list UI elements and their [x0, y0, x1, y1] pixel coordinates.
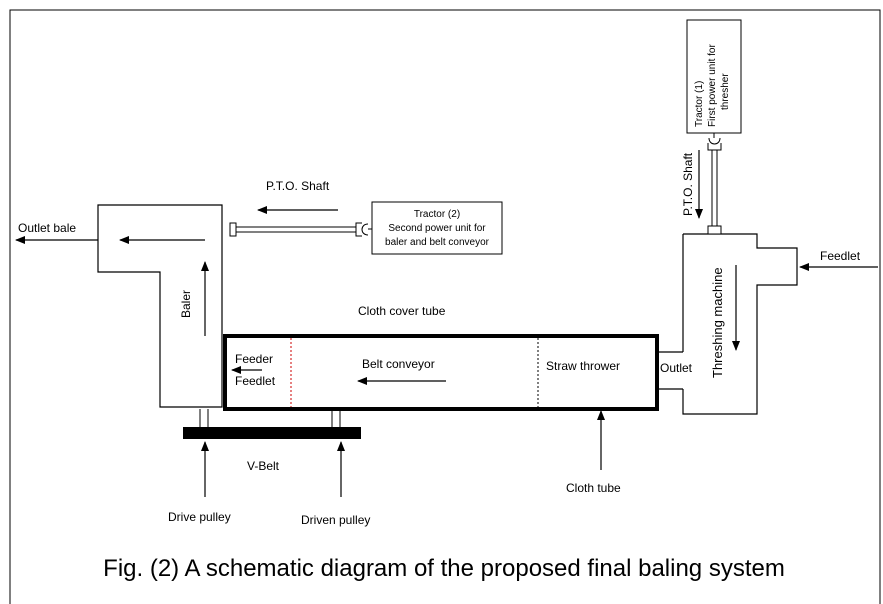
baler-label: Baler	[179, 290, 193, 318]
straw-thrower-label: Straw thrower	[546, 359, 620, 373]
tractor-1-label-line1: Tractor (1)	[694, 81, 705, 127]
pto-shaft-2-coupler-left	[229, 222, 237, 237]
tractor-2-label-line3: baler and belt conveyor	[385, 237, 490, 248]
baler-body	[97, 204, 223, 408]
cloth-cover-tube-outer	[223, 334, 659, 411]
tractor-2-label-line2: Second power unit for	[388, 223, 486, 234]
threshing-machine-label: Threshing machine	[710, 267, 725, 378]
tractor-1-label-line2: First power unit for	[707, 44, 718, 127]
pto-shaft-left-label: P.T.O. Shaft	[266, 179, 330, 193]
cloth-cover-tube-label: Cloth cover tube	[358, 304, 446, 318]
feedlet-right-label: Feedlet	[820, 249, 861, 263]
feedlet-left-label: Feedlet	[235, 374, 276, 388]
tractor-1-label-line3: thresher	[720, 73, 731, 110]
figure-border	[9, 9, 881, 604]
driven-pulley-label: Driven pulley	[301, 513, 370, 527]
figure-caption: Fig. (2) A schematic diagram of the prop…	[103, 555, 785, 582]
tractor-2-label-line1: Tractor (2)	[414, 209, 460, 220]
pto-shaft-1-joint	[707, 137, 722, 151]
v-belt-label: V-Belt	[247, 459, 280, 473]
belt-conveyor-label: Belt conveyor	[362, 357, 435, 371]
v-belt-bar	[183, 427, 361, 439]
drive-pulley-label: Drive pulley	[168, 510, 231, 524]
pto-shaft-1-coupler-bottom	[707, 225, 722, 235]
threshing-machine-body	[682, 233, 798, 415]
outlet-bale-label: Outlet bale	[18, 221, 76, 235]
cloth-tube-label: Cloth tube	[566, 481, 621, 495]
pto-shaft-2-joint	[355, 222, 369, 237]
pto-shaft-right-label: P.T.O. Shaft	[681, 152, 695, 216]
outlet-right-label: Outlet	[660, 361, 693, 375]
tractor-2-box	[371, 201, 503, 255]
feeder-label: Feeder	[235, 352, 273, 366]
